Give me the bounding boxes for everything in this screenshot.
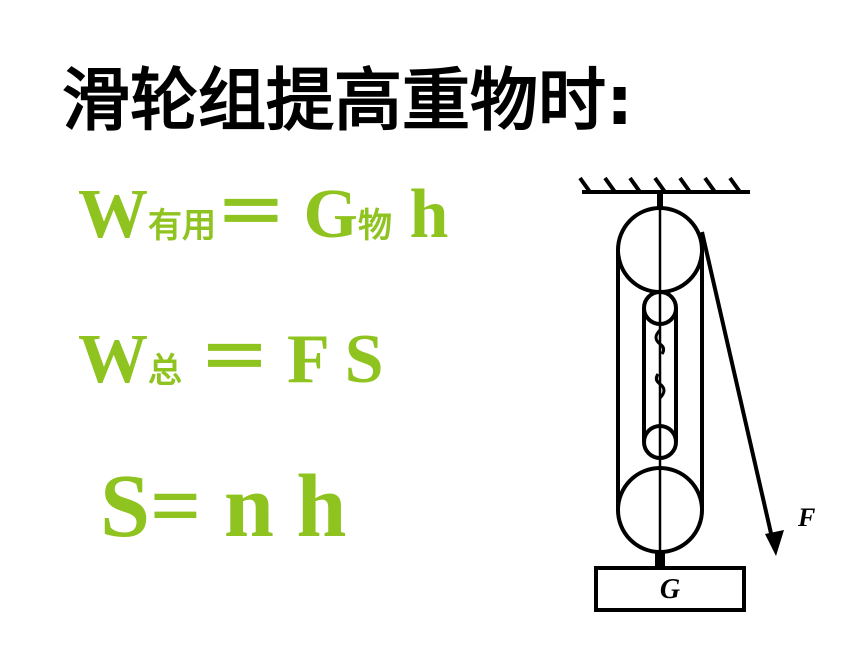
formula-total-work: W总 ＝ F S <box>78 325 384 395</box>
formula-useful-g-subscript: 物 <box>357 206 392 246</box>
formula-useful-subscript: 有用 <box>148 206 216 246</box>
force-label: F <box>797 503 815 532</box>
lower-hook <box>654 373 666 400</box>
formula-total-subscript: 总 <box>148 351 182 391</box>
formula-total-rhs: ＝ F S <box>182 321 384 398</box>
formula-useful-g: G <box>303 176 358 253</box>
weight-block <box>594 566 746 612</box>
force-arrowhead <box>765 530 784 556</box>
formula-useful-h: h <box>391 176 449 253</box>
formula-useful-w: W <box>78 176 148 253</box>
slide-title: 滑轮组提高重物时: <box>62 62 634 141</box>
weight-connector <box>655 552 665 568</box>
formula-distance: S= n h <box>100 457 347 556</box>
pulley-system-diagram: F G <box>578 176 815 612</box>
formula-total-w: W <box>78 321 148 398</box>
weight-label: G <box>660 574 680 605</box>
ceiling <box>578 176 750 194</box>
force-rope <box>700 231 775 543</box>
formula-useful-work: W有用＝ G物 h <box>78 180 448 250</box>
upper-hook <box>654 328 666 355</box>
formula-useful-equals: ＝ <box>216 176 304 253</box>
